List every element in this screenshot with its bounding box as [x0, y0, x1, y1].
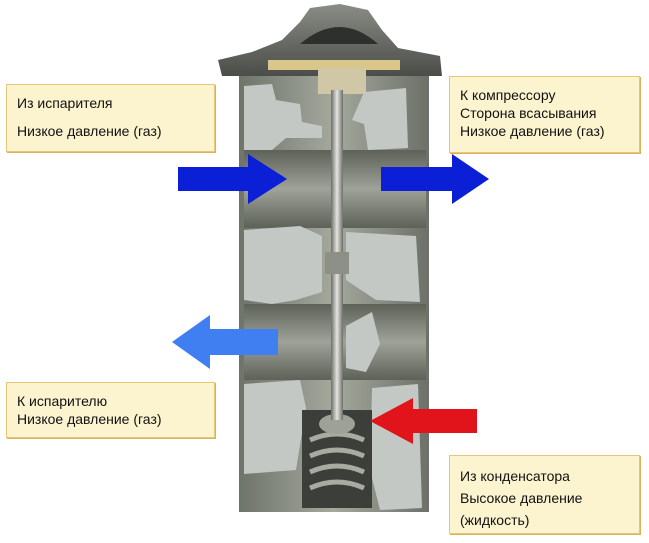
arrow-from-evaporator [178, 154, 287, 204]
diaphragm-plate [268, 60, 400, 70]
label-from-condenser-pressure: Высокое давление [460, 490, 583, 506]
label-from-evaporator: Из испарителя Низкое давление (газ) [6, 84, 215, 152]
label-from-condenser: Из конденсатора Высокое давление (жидкос… [449, 455, 640, 534]
cut-face-lower-right-bottom [370, 384, 422, 510]
label-from-evaporator-title: Из испарителя [17, 95, 113, 111]
cut-face-upper-right [352, 88, 408, 150]
label-to-compressor-pressure: Низкое давление (газ) [460, 123, 605, 139]
label-to-evaporator-title: К испарителю [17, 393, 108, 409]
arrow-to-evaporator [172, 315, 278, 369]
cut-face-middle-left [244, 226, 322, 304]
label-from-condenser-title: Из конденсатора [460, 468, 570, 484]
stem-collar [325, 252, 349, 274]
cut-face-upper-left [244, 84, 322, 150]
label-to-evaporator-pressure: Низкое давление (газ) [17, 411, 162, 427]
label-to-compressor-side: Сторона всасывания [460, 105, 597, 121]
diaphragm-dome [300, 27, 378, 44]
arrow-to-compressor [381, 154, 489, 204]
label-to-compressor-title: К компрессору [460, 87, 556, 103]
label-from-condenser-state: (жидкость) [460, 512, 530, 528]
label-to-compressor: К компрессору Сторона всасывания Низкое … [449, 76, 640, 153]
cut-face-lower-left [244, 380, 306, 474]
arrow-from-condenser [370, 398, 477, 444]
valve-ball [319, 414, 355, 434]
label-to-evaporator: К испарителю Низкое давление (газ) [6, 382, 215, 438]
label-from-evaporator-pressure: Низкое давление (газ) [17, 123, 162, 139]
cut-face-middle-right [346, 232, 420, 302]
diaphragm-seat [318, 68, 366, 94]
cut-face-lower-right [346, 312, 380, 372]
